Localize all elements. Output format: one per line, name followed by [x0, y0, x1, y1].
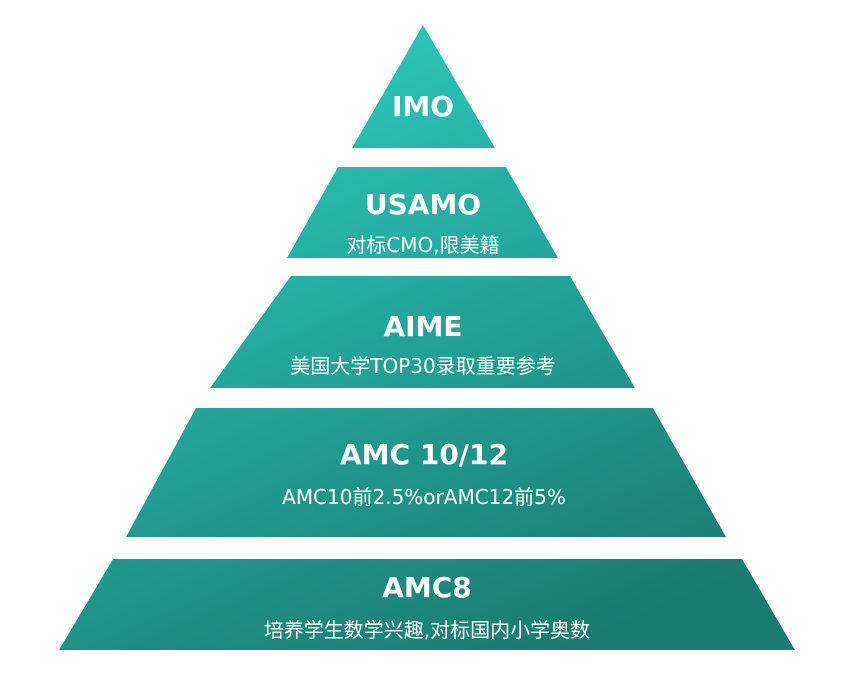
level-usamo-shape [287, 167, 558, 258]
level-imo: IMO [352, 25, 495, 148]
level-usamo-subtitle: 对标CMO,限美籍 [346, 233, 499, 257]
level-amc-10-12-subtitle: AMC10前2.5%orAMC12前5% [282, 485, 566, 509]
level-usamo-title: USAMO [365, 188, 481, 221]
level-amc8-subtitle: 培养学生数学兴趣,对标国内小学奥数 [264, 618, 590, 642]
level-aime: AIME 美国大学TOP30录取重要参考 [210, 276, 635, 388]
level-amc-10-12-title: AMC 10/12 [340, 438, 508, 471]
level-imo-shape [352, 25, 495, 148]
level-amc8: AMC8 培养学生数学兴趣,对标国内小学奥数 [59, 559, 795, 650]
level-usamo: USAMO 对标CMO,限美籍 [287, 167, 558, 258]
level-aime-subtitle: 美国大学TOP30录取重要参考 [290, 354, 555, 378]
level-amc-10-12: AMC 10/12 AMC10前2.5%orAMC12前5% [126, 408, 726, 537]
level-aime-shape [210, 276, 635, 388]
level-imo-title: IMO [392, 90, 454, 123]
level-aime-title: AIME [383, 310, 462, 343]
level-amc-10-12-shape [126, 408, 726, 537]
level-amc8-shape [59, 559, 795, 650]
level-amc8-title: AMC8 [382, 571, 472, 604]
